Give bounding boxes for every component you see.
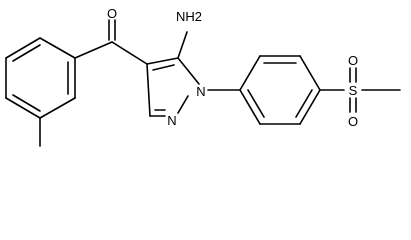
double-bond [152, 64, 175, 71]
sulfonyl-oxygen-bottom-label: O [348, 114, 358, 129]
bond [299, 55, 321, 91]
carbonyl-oxygen-label: O [107, 6, 117, 21]
bond [177, 57, 200, 85]
carbonyl-group: O [74, 6, 148, 65]
molecule-drawing: O NH2 N N [5, 6, 401, 147]
double-bond [12, 44, 41, 62]
amino-label: NH2 [176, 9, 202, 24]
bond [74, 41, 113, 59]
structure-svg: O NH2 N N [5, 6, 401, 147]
pyrazole-ring: NH2 N N [146, 9, 206, 128]
bond [5, 97, 41, 119]
bond [146, 57, 179, 65]
double-bond [12, 94, 41, 112]
n2-label: N [167, 113, 176, 128]
bond [177, 95, 189, 114]
bond [5, 37, 41, 59]
double-bond [247, 89, 265, 118]
bond [111, 41, 148, 65]
sulfonyl-oxygen-top-label: O [348, 53, 358, 68]
bond [239, 55, 261, 91]
n1-label: N [196, 84, 205, 99]
sulfur-label: S [349, 83, 358, 98]
bond [39, 37, 76, 59]
bond [239, 89, 261, 125]
bond [39, 97, 76, 119]
amino-bond [177, 31, 188, 59]
methylsulfonyl-group: S O O [319, 53, 401, 129]
phenyl-ring [207, 55, 321, 125]
tolyl-ring [5, 37, 76, 147]
bond [299, 89, 321, 125]
double-bond [295, 89, 313, 118]
bond [146, 63, 151, 117]
